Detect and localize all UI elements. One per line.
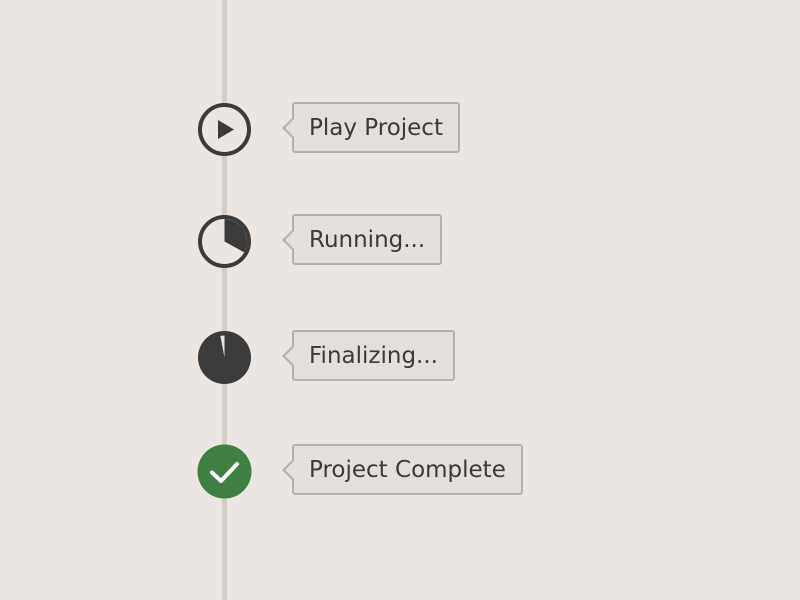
finalizing-label: Finalizing... <box>282 330 455 381</box>
checkmark-icon <box>197 444 252 499</box>
progress-pie-remaining <box>220 335 225 358</box>
play-icon[interactable] <box>197 102 252 157</box>
progress-pie-icon <box>197 214 252 269</box>
timeline-step-play: Play Project <box>0 101 800 157</box>
timeline-step-complete: Project Complete <box>0 443 800 499</box>
timeline-step-finalizing: Finalizing... <box>0 329 800 385</box>
play-project-label: Play Project <box>282 102 460 153</box>
timeline-line <box>222 0 227 600</box>
project-complete-label: Project Complete <box>282 444 523 495</box>
progress-pie-icon <box>197 330 252 385</box>
progress-pie-fill <box>224 219 248 253</box>
running-label: Running... <box>281 214 443 265</box>
timeline-step-running: Running... <box>0 213 800 269</box>
